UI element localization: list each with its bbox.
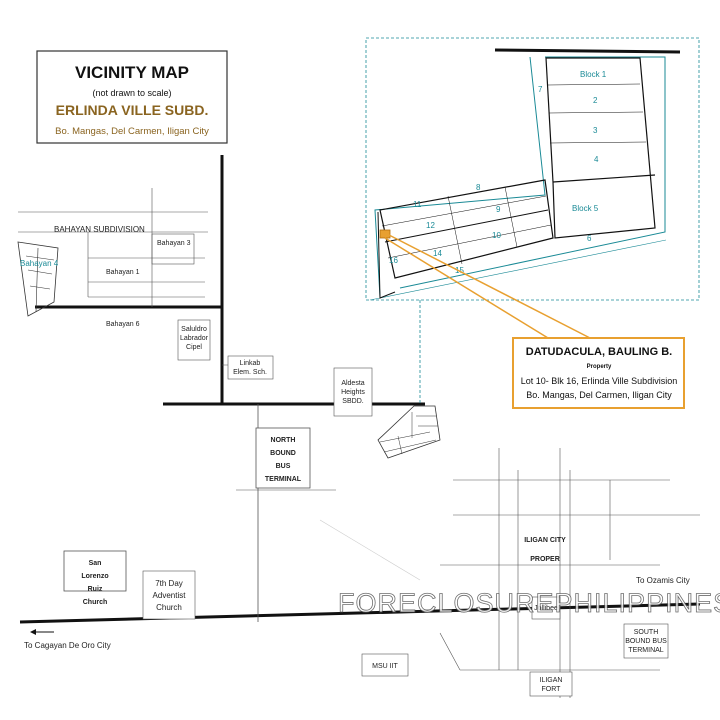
adventist-label-1: 7th Day <box>155 579 183 588</box>
bahayan-4-shape <box>17 241 59 317</box>
school-label-2: Elem. Sch. <box>233 369 267 376</box>
subject-lot-marker <box>379 229 391 239</box>
aldesta-shape <box>377 405 441 459</box>
map-note: (not drawn to scale) <box>92 88 171 98</box>
subdivision-inset: Block 1 7 2 3 4 Block 5 6 8 11 9 12 10 1… <box>365 37 700 339</box>
inset-lot-2: 2 <box>593 96 598 105</box>
iligan-label-2: PROPER <box>530 556 560 563</box>
adventist-label-2: Adventist <box>153 591 187 600</box>
fort-label-1: ILIGAN <box>540 677 563 684</box>
inset-block-1: Block 1 <box>580 70 607 79</box>
iligan-label-1: ILIGAN CITY <box>524 537 566 544</box>
watermark: FORECLOSUREPHILIPPINES.COM <box>338 588 720 618</box>
jollibee-label: Jollibee <box>534 605 558 612</box>
aldesta-box <box>333 367 373 417</box>
fort-label-2: FORT <box>542 686 562 693</box>
roads <box>18 155 701 698</box>
nbt-label-4: TERMINAL <box>265 476 302 483</box>
arrow-left-icon <box>30 629 54 635</box>
inset-lot-10: 10 <box>492 231 501 240</box>
chapel-box <box>177 319 211 361</box>
inset-block-5: Block 5 <box>572 204 599 213</box>
bahayan-6-label: Bahayan 6 <box>106 321 140 328</box>
nbt-label-3: BUS <box>276 463 291 470</box>
aldesta-label-3: SBDD. <box>342 398 363 405</box>
inset-lot-12: 12 <box>426 221 435 230</box>
property-owner: DATUDACULA, BAULING B. <box>526 346 672 358</box>
aldesta-label-1: Aldesta <box>341 380 364 387</box>
inset-lot-4: 4 <box>594 155 599 164</box>
school-label-1: Linkab <box>240 360 261 367</box>
chapel-label-1: Saluldro <box>181 326 207 333</box>
nbt-label-2: BOUND <box>270 450 296 457</box>
adventist-label-3: Church <box>156 603 182 612</box>
bahayan-subdivision-label: BAHAYAN SUBDIVISION <box>54 225 145 234</box>
bahayan-4-label: Bahayan 4 <box>20 259 59 268</box>
to-ozamis-label: To Ozamis City <box>636 576 690 585</box>
chapel-label-2: Labrador <box>180 335 209 342</box>
inset-lot-16: 16 <box>389 256 398 265</box>
church-label-3: Ruiz <box>88 586 103 593</box>
inset-lot-6: 6 <box>587 234 592 243</box>
sbt-label-1: SOUTH <box>634 629 659 636</box>
south-bound-terminal-box <box>623 623 669 659</box>
inset-lot-7: 7 <box>538 85 543 94</box>
church-label-2: Lorenzo <box>81 573 108 580</box>
sbt-label-2: BOUND BUS <box>625 638 667 645</box>
bahayan-3-box <box>151 233 195 265</box>
iligan-fort-box <box>529 671 573 697</box>
sbt-label-3: TERMINAL <box>628 647 664 654</box>
property-lot: Lot 10- Blk 16, Erlinda Ville Subdivisio… <box>521 376 677 386</box>
subdivision-address: Bo. Mangas, Del Carmen, Iligan City <box>55 126 209 137</box>
aldesta-label-2: Heights <box>341 389 365 396</box>
subdivision-name: ERLINDA VILLE SUBD. <box>56 102 209 118</box>
inset-lot-8: 8 <box>476 183 481 192</box>
nbt-label-1: NORTH <box>271 437 296 444</box>
school-box <box>227 355 274 380</box>
property-tag: Property <box>587 364 612 370</box>
bahayan-1-label: Bahayan 1 <box>106 269 140 276</box>
msu-box <box>361 653 409 677</box>
bahayan-3-label: Bahayan 3 <box>157 240 191 247</box>
map-title: VICINITY MAP <box>75 63 189 82</box>
inset-lot-9: 9 <box>496 205 501 214</box>
north-bound-terminal-box <box>255 427 311 489</box>
adventist-church-box <box>142 570 196 620</box>
to-cagayan-label: To Cagayan De Oro City <box>24 641 111 650</box>
property-box: DATUDACULA, BAULING B. Property Lot 10- … <box>512 337 685 409</box>
inset-lot-11: 11 <box>413 200 422 209</box>
san-lorenzo-church-box <box>63 550 127 592</box>
church-label-1: San <box>89 560 102 567</box>
inset-lot-14: 14 <box>433 249 442 258</box>
jollibee-box <box>531 596 561 620</box>
title-box: VICINITY MAP (not drawn to scale) ERLIND… <box>36 50 228 144</box>
chapel-label-3: Cipel <box>186 344 202 351</box>
inset-lot-3: 3 <box>593 126 598 135</box>
property-address: Bo. Mangas, Del Carmen, Iligan City <box>526 390 672 400</box>
church-label-4: Church <box>83 599 108 606</box>
msu-label: MSU IIT <box>372 663 398 670</box>
